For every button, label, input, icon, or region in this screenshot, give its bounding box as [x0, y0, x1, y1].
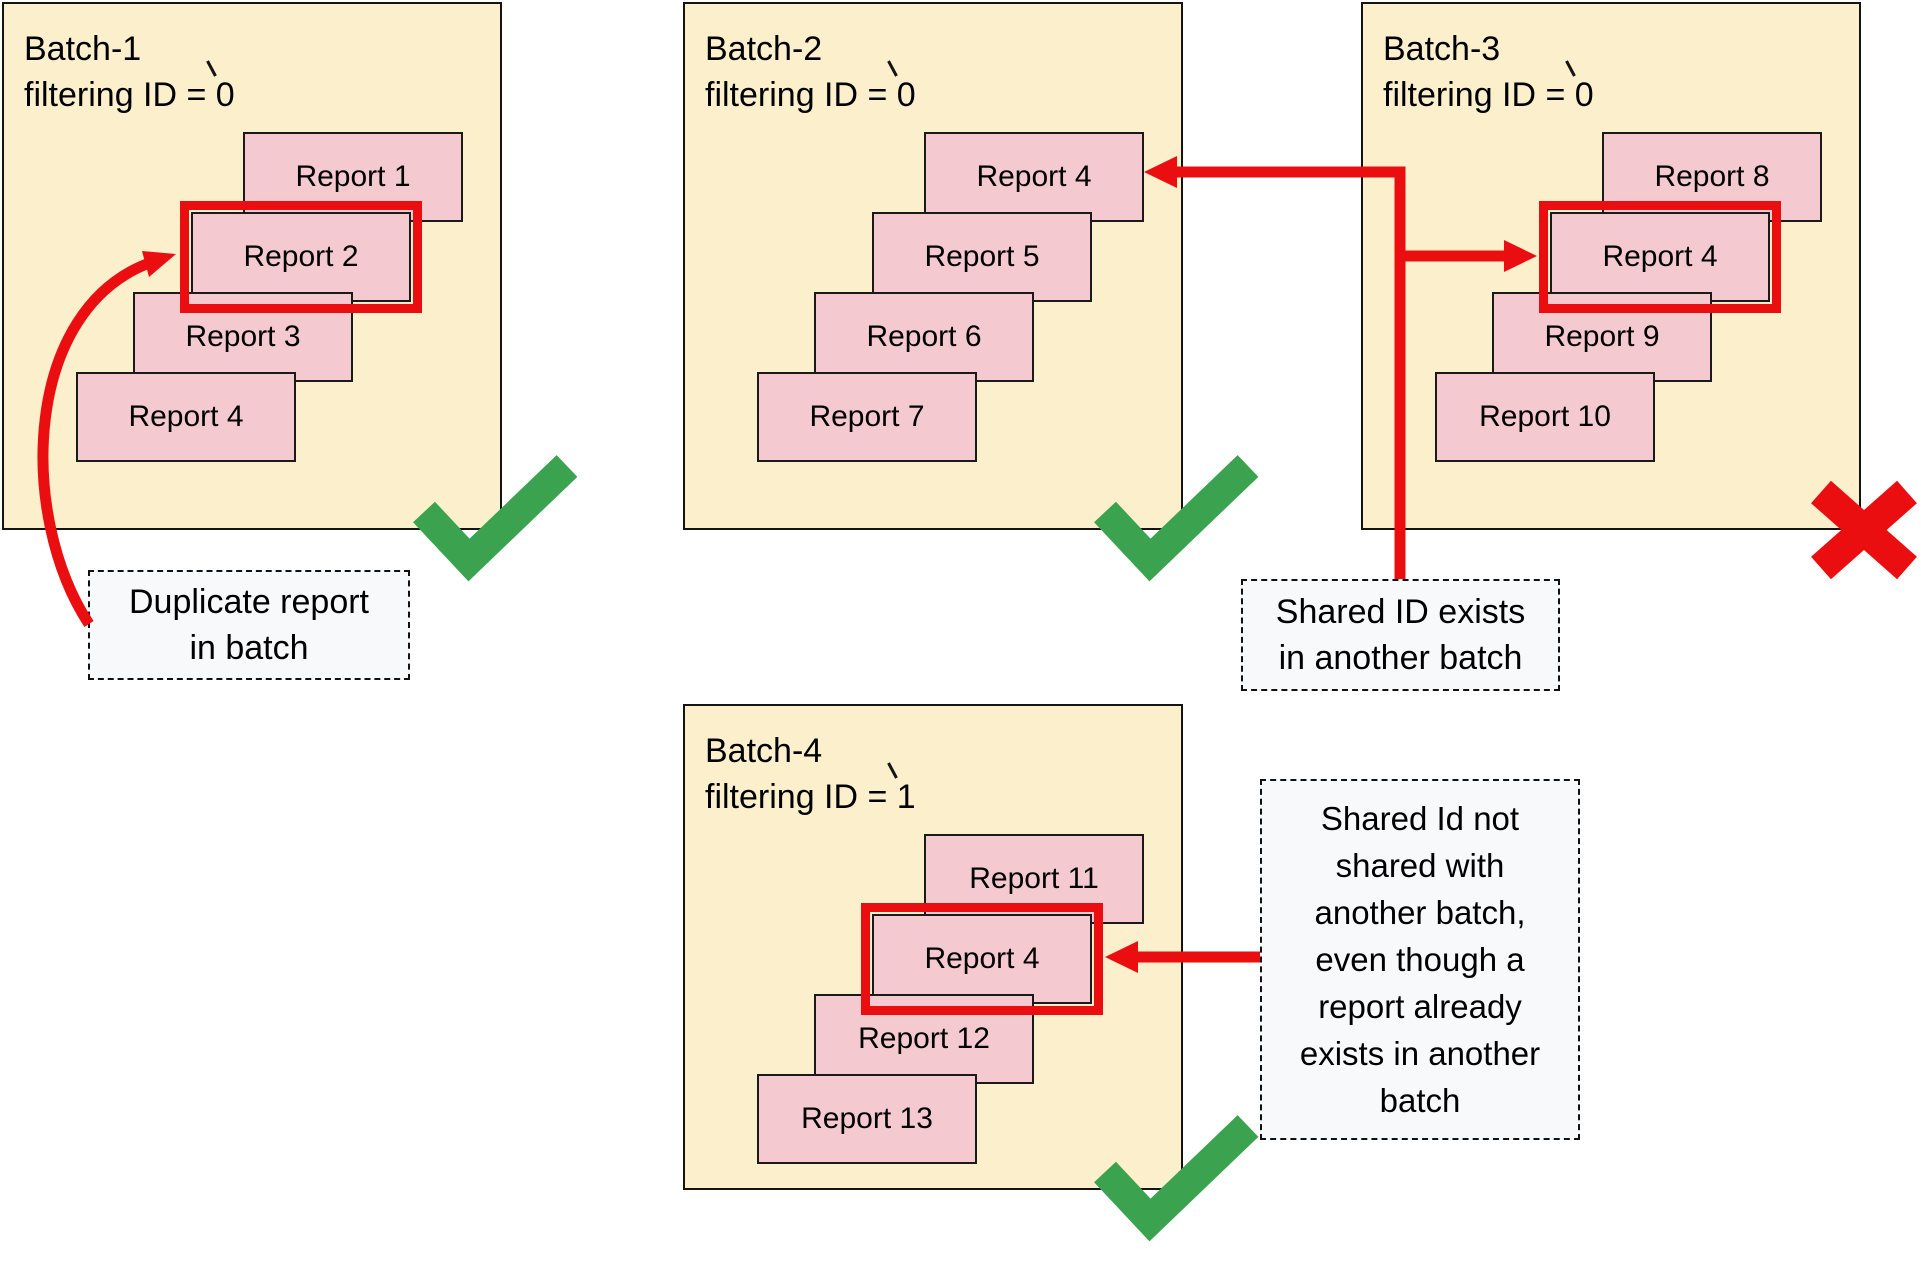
batch-3-title: Batch-3 filtering ID = 0 — [1383, 26, 1594, 118]
batch-1-title-line1: Batch-1 — [24, 30, 142, 68]
report-label: Report 1 — [295, 160, 411, 193]
batch-4-title-line1: Batch-4 — [705, 732, 823, 770]
note-line: Duplicate report — [128, 583, 369, 621]
report-label: Report 5 — [924, 240, 1040, 273]
report-label: Report 4 — [924, 942, 1040, 975]
note-line: Shared ID exists — [1275, 593, 1526, 631]
duplicate-note: Duplicate report in batch — [88, 570, 410, 680]
note-line: in another batch — [1278, 639, 1523, 677]
batch-4-title: Batch-4 filtering ID = 1 — [705, 728, 916, 820]
batch-2-title: Batch-2 filtering ID = 0 — [705, 26, 916, 118]
report-card: Report 5 — [872, 212, 1092, 302]
report-card: Report 4 — [924, 132, 1144, 222]
batch-1-box: Batch-1 filtering ID = 0 Report 1 Report… — [2, 2, 502, 530]
note-line: another batch, — [1314, 894, 1526, 931]
report-card: Report 1 — [243, 132, 463, 222]
note-line: in batch — [189, 629, 309, 667]
note-line: exists in another — [1299, 1035, 1541, 1072]
report-card: Report 8 — [1602, 132, 1822, 222]
report-label: Report 13 — [801, 1102, 933, 1135]
report-label: Report 3 — [185, 320, 301, 353]
report-card: Report 4 — [76, 372, 296, 462]
report-card: Report 13 — [757, 1074, 977, 1164]
batch-2-title-line1: Batch-2 — [705, 30, 823, 68]
report-label: Report 4 — [1602, 240, 1718, 273]
report-card: Report 3 — [133, 292, 353, 382]
highlighted-report-card: Report 4 — [861, 903, 1103, 1015]
report-label: Report 4 — [976, 160, 1092, 193]
report-label: Report 9 — [1544, 320, 1660, 353]
report-label: Report 6 — [866, 320, 982, 353]
report-card: Report 6 — [814, 292, 1034, 382]
shared-id-note: Shared ID exists in another batch — [1241, 579, 1560, 691]
report-label: Report 2 — [243, 240, 359, 273]
report-card: Report 12 — [814, 994, 1034, 1084]
batch-2-title-line2: filtering ID = 0 — [705, 76, 916, 114]
batch-1-title-line2: filtering ID = 0 — [24, 76, 235, 114]
note-line: Shared Id not — [1320, 800, 1520, 837]
report-card: Report 9 — [1492, 292, 1712, 382]
batch-3-title-line2: filtering ID = 0 — [1383, 76, 1594, 114]
report-label: Report 8 — [1654, 160, 1770, 193]
report-card: Report 11 — [924, 834, 1144, 924]
batch-1-title: Batch-1 filtering ID = 0 — [24, 26, 235, 118]
report-label: Report 7 — [809, 400, 925, 433]
report-label: Report 11 — [969, 862, 1099, 895]
batch-3-box: Batch-3 filtering ID = 0 Report 8 Report… — [1361, 2, 1861, 530]
report-card: Report 10 — [1435, 372, 1655, 462]
note-line: even though a — [1315, 941, 1525, 978]
report-label: Report 4 — [128, 400, 244, 433]
note-line: batch — [1379, 1082, 1461, 1119]
highlighted-report-card: Report 2 — [180, 201, 422, 313]
note-line: shared with — [1335, 847, 1505, 884]
highlighted-report-card: Report 4 — [1539, 201, 1781, 313]
batch-4-box: Batch-4 filtering ID = 1 Report 11 Repor… — [683, 704, 1183, 1190]
batch-3-title-line1: Batch-3 — [1383, 30, 1501, 68]
batch-2-box: Batch-2 filtering ID = 0 Report 4 Report… — [683, 2, 1183, 530]
report-card: Report 7 — [757, 372, 977, 462]
report-label: Report 12 — [858, 1022, 990, 1055]
batch-4-title-line2: filtering ID = 1 — [705, 778, 916, 816]
report-label: Report 10 — [1479, 400, 1611, 433]
not-shared-note: Shared Id not shared with another batch,… — [1260, 779, 1580, 1140]
note-line: report already — [1318, 988, 1522, 1025]
